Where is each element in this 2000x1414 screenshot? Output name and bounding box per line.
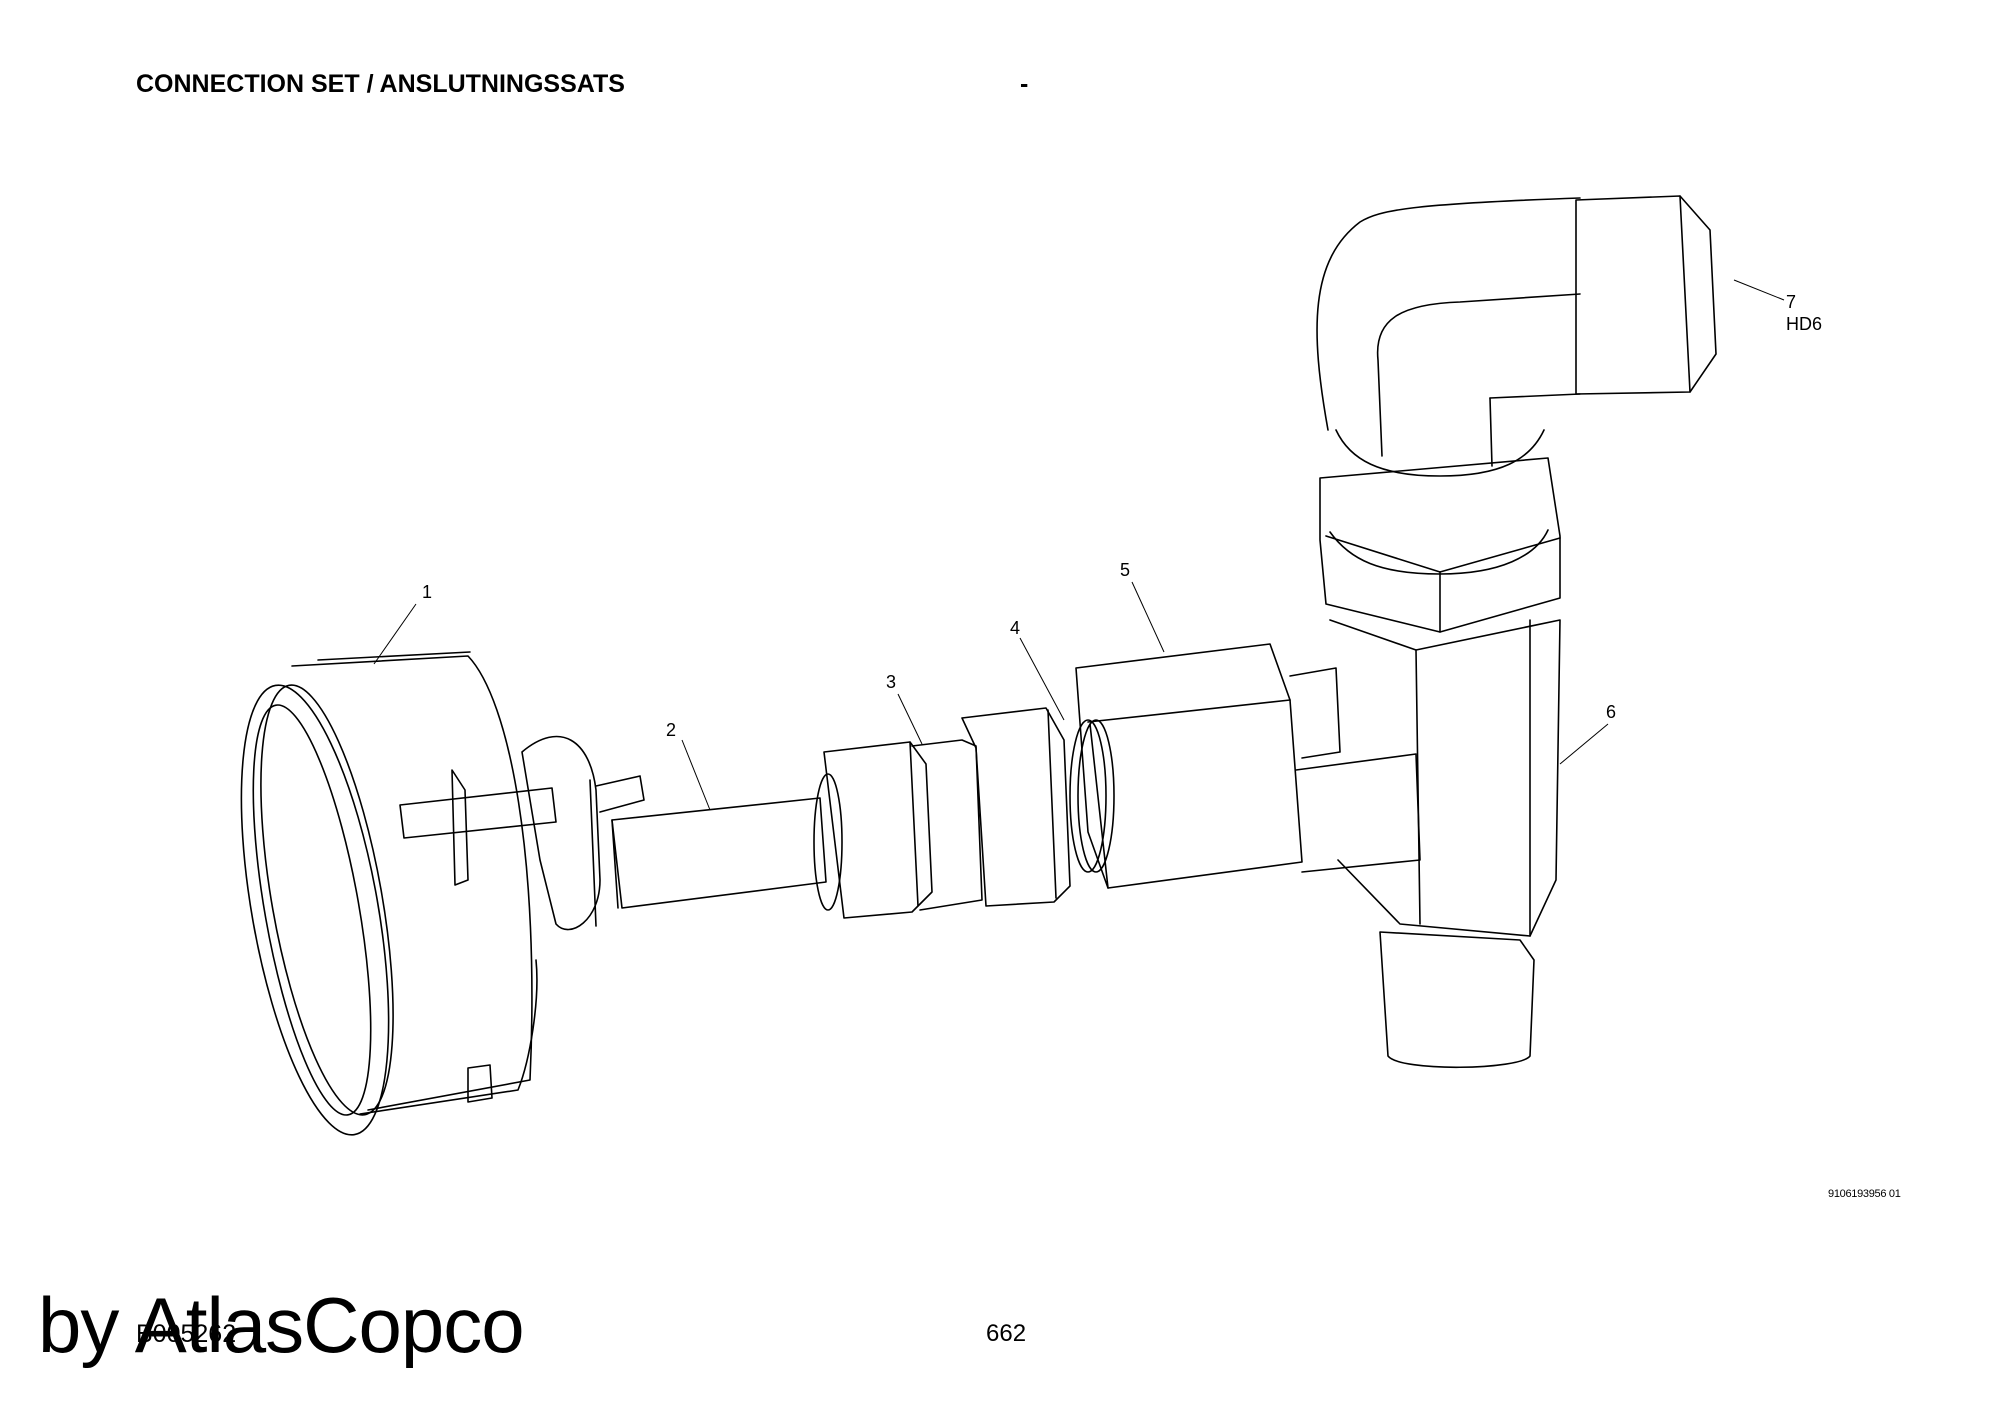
title-dash: - — [1020, 70, 1029, 98]
nut-part — [813, 707, 1071, 919]
callout-1: 1 — [422, 582, 432, 602]
washer-part — [1069, 719, 1115, 873]
callout-5: 5 — [1120, 560, 1130, 580]
callout-7-sublabel: HD6 — [1786, 314, 1822, 334]
gauge-part — [240, 651, 645, 1136]
pipe-part — [611, 797, 827, 909]
elbow-part — [1316, 195, 1717, 633]
callout-3: 3 — [886, 672, 896, 692]
part-number: B005262 — [136, 1320, 237, 1348]
page-title: CONNECTION SET / ANSLUTNINGSSATS — [136, 70, 625, 98]
large-nut-part — [1075, 643, 1303, 889]
callout-7: 7 — [1786, 292, 1796, 312]
tee-body-part — [1289, 619, 1561, 1069]
document-number: 9106193956 01 — [1828, 1188, 1901, 1200]
watermark: by AtlasCopco — [38, 1281, 525, 1369]
callout-6: 6 — [1606, 702, 1616, 722]
page-number: 662 — [986, 1320, 1027, 1347]
callout-2: 2 — [666, 720, 676, 740]
callout-4: 4 — [1010, 618, 1020, 638]
